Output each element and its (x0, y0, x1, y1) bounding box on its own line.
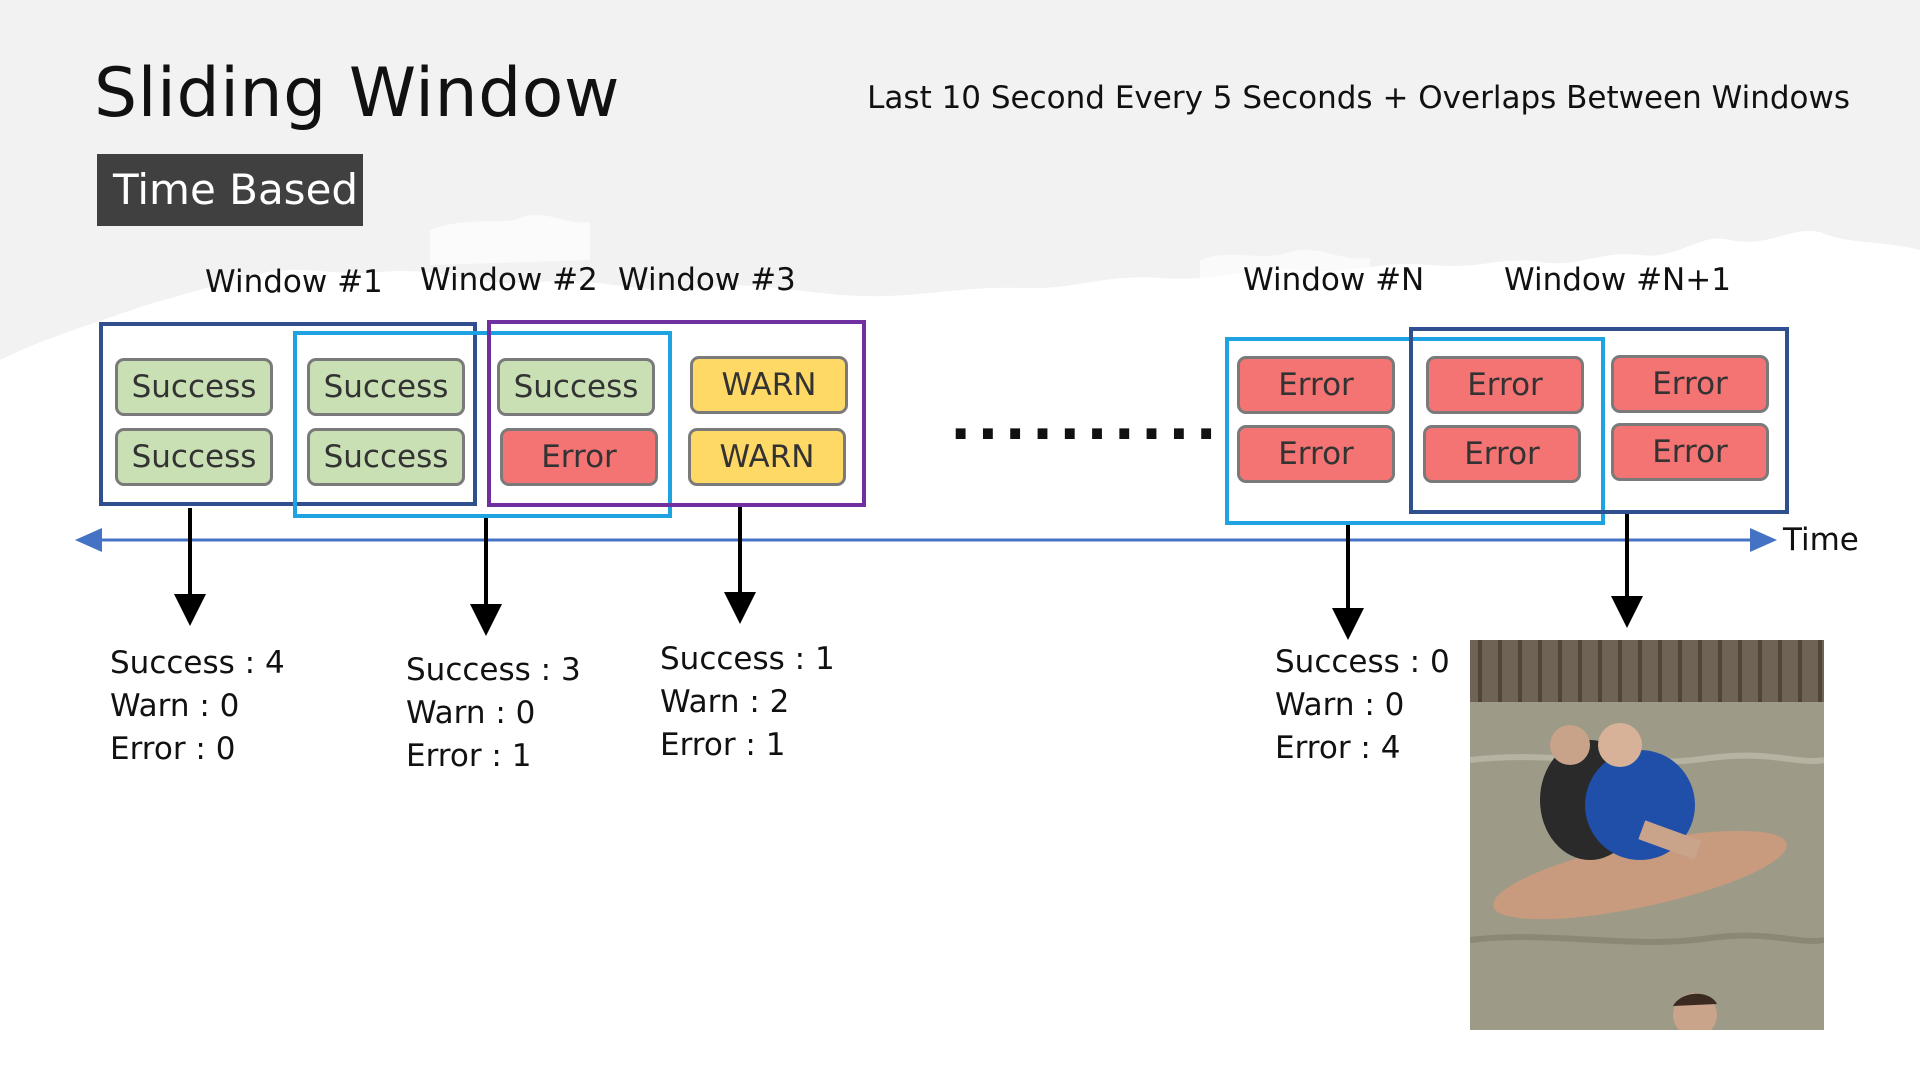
event-error: Error (1426, 356, 1584, 414)
event-error: Error (1237, 356, 1395, 414)
window-2-label: Window #2 (420, 262, 598, 298)
event-warn: WARN (688, 428, 846, 486)
result-warn: Warn : 0 (110, 688, 240, 724)
window-1-label: Window #1 (205, 264, 383, 300)
result-warn: Warn : 0 (1275, 687, 1405, 723)
window-n1-frame (1409, 327, 1789, 514)
result-window-2: Success : 3 Warn : 0 Error : 1 (406, 649, 581, 778)
window-1-frame (99, 322, 477, 506)
result-success: Success : 3 (406, 652, 581, 688)
result-error: Error : 1 (406, 738, 532, 774)
window-2-frame (293, 331, 672, 518)
ellipsis: .......... (950, 388, 1223, 453)
result-error: Error : 1 (660, 727, 786, 763)
window-n-label: Window #N (1243, 262, 1425, 298)
result-window-3: Success : 1 Warn : 2 Error : 1 (660, 638, 835, 767)
event-success: Success (307, 428, 465, 486)
slide-title: Sliding Window (94, 54, 620, 133)
result-warn: Warn : 2 (660, 684, 790, 720)
event-success: Success (307, 358, 465, 416)
event-error: Error (1237, 425, 1395, 483)
result-error: Error : 4 (1275, 730, 1401, 766)
window-3-label: Window #3 (618, 262, 796, 298)
result-success: Success : 0 (1275, 644, 1450, 680)
event-success: Success (115, 358, 273, 416)
event-error: Error (500, 428, 658, 486)
result-warn: Warn : 0 (406, 695, 536, 731)
event-error: Error (1423, 425, 1581, 483)
time-based-tag: Time Based (97, 154, 363, 226)
result-window-n: Success : 0 Warn : 0 Error : 4 (1275, 641, 1450, 770)
result-success: Success : 4 (110, 645, 285, 681)
window-3-frame (487, 320, 866, 507)
event-warn: WARN (690, 356, 848, 414)
result-window-1: Success : 4 Warn : 0 Error : 0 (110, 642, 285, 771)
event-success: Success (115, 428, 273, 486)
window-n-frame (1225, 337, 1605, 525)
slide-subtitle: Last 10 Second Every 5 Seconds + Overlap… (867, 80, 1850, 116)
time-axis-label: Time (1783, 522, 1859, 558)
event-error: Error (1611, 355, 1769, 413)
event-error: Error (1611, 423, 1769, 481)
event-success: Success (497, 358, 655, 416)
window-n1-label: Window #N+1 (1504, 262, 1731, 298)
result-error: Error : 0 (110, 731, 236, 767)
meme-photo (1470, 640, 1824, 1030)
result-success: Success : 1 (660, 641, 835, 677)
